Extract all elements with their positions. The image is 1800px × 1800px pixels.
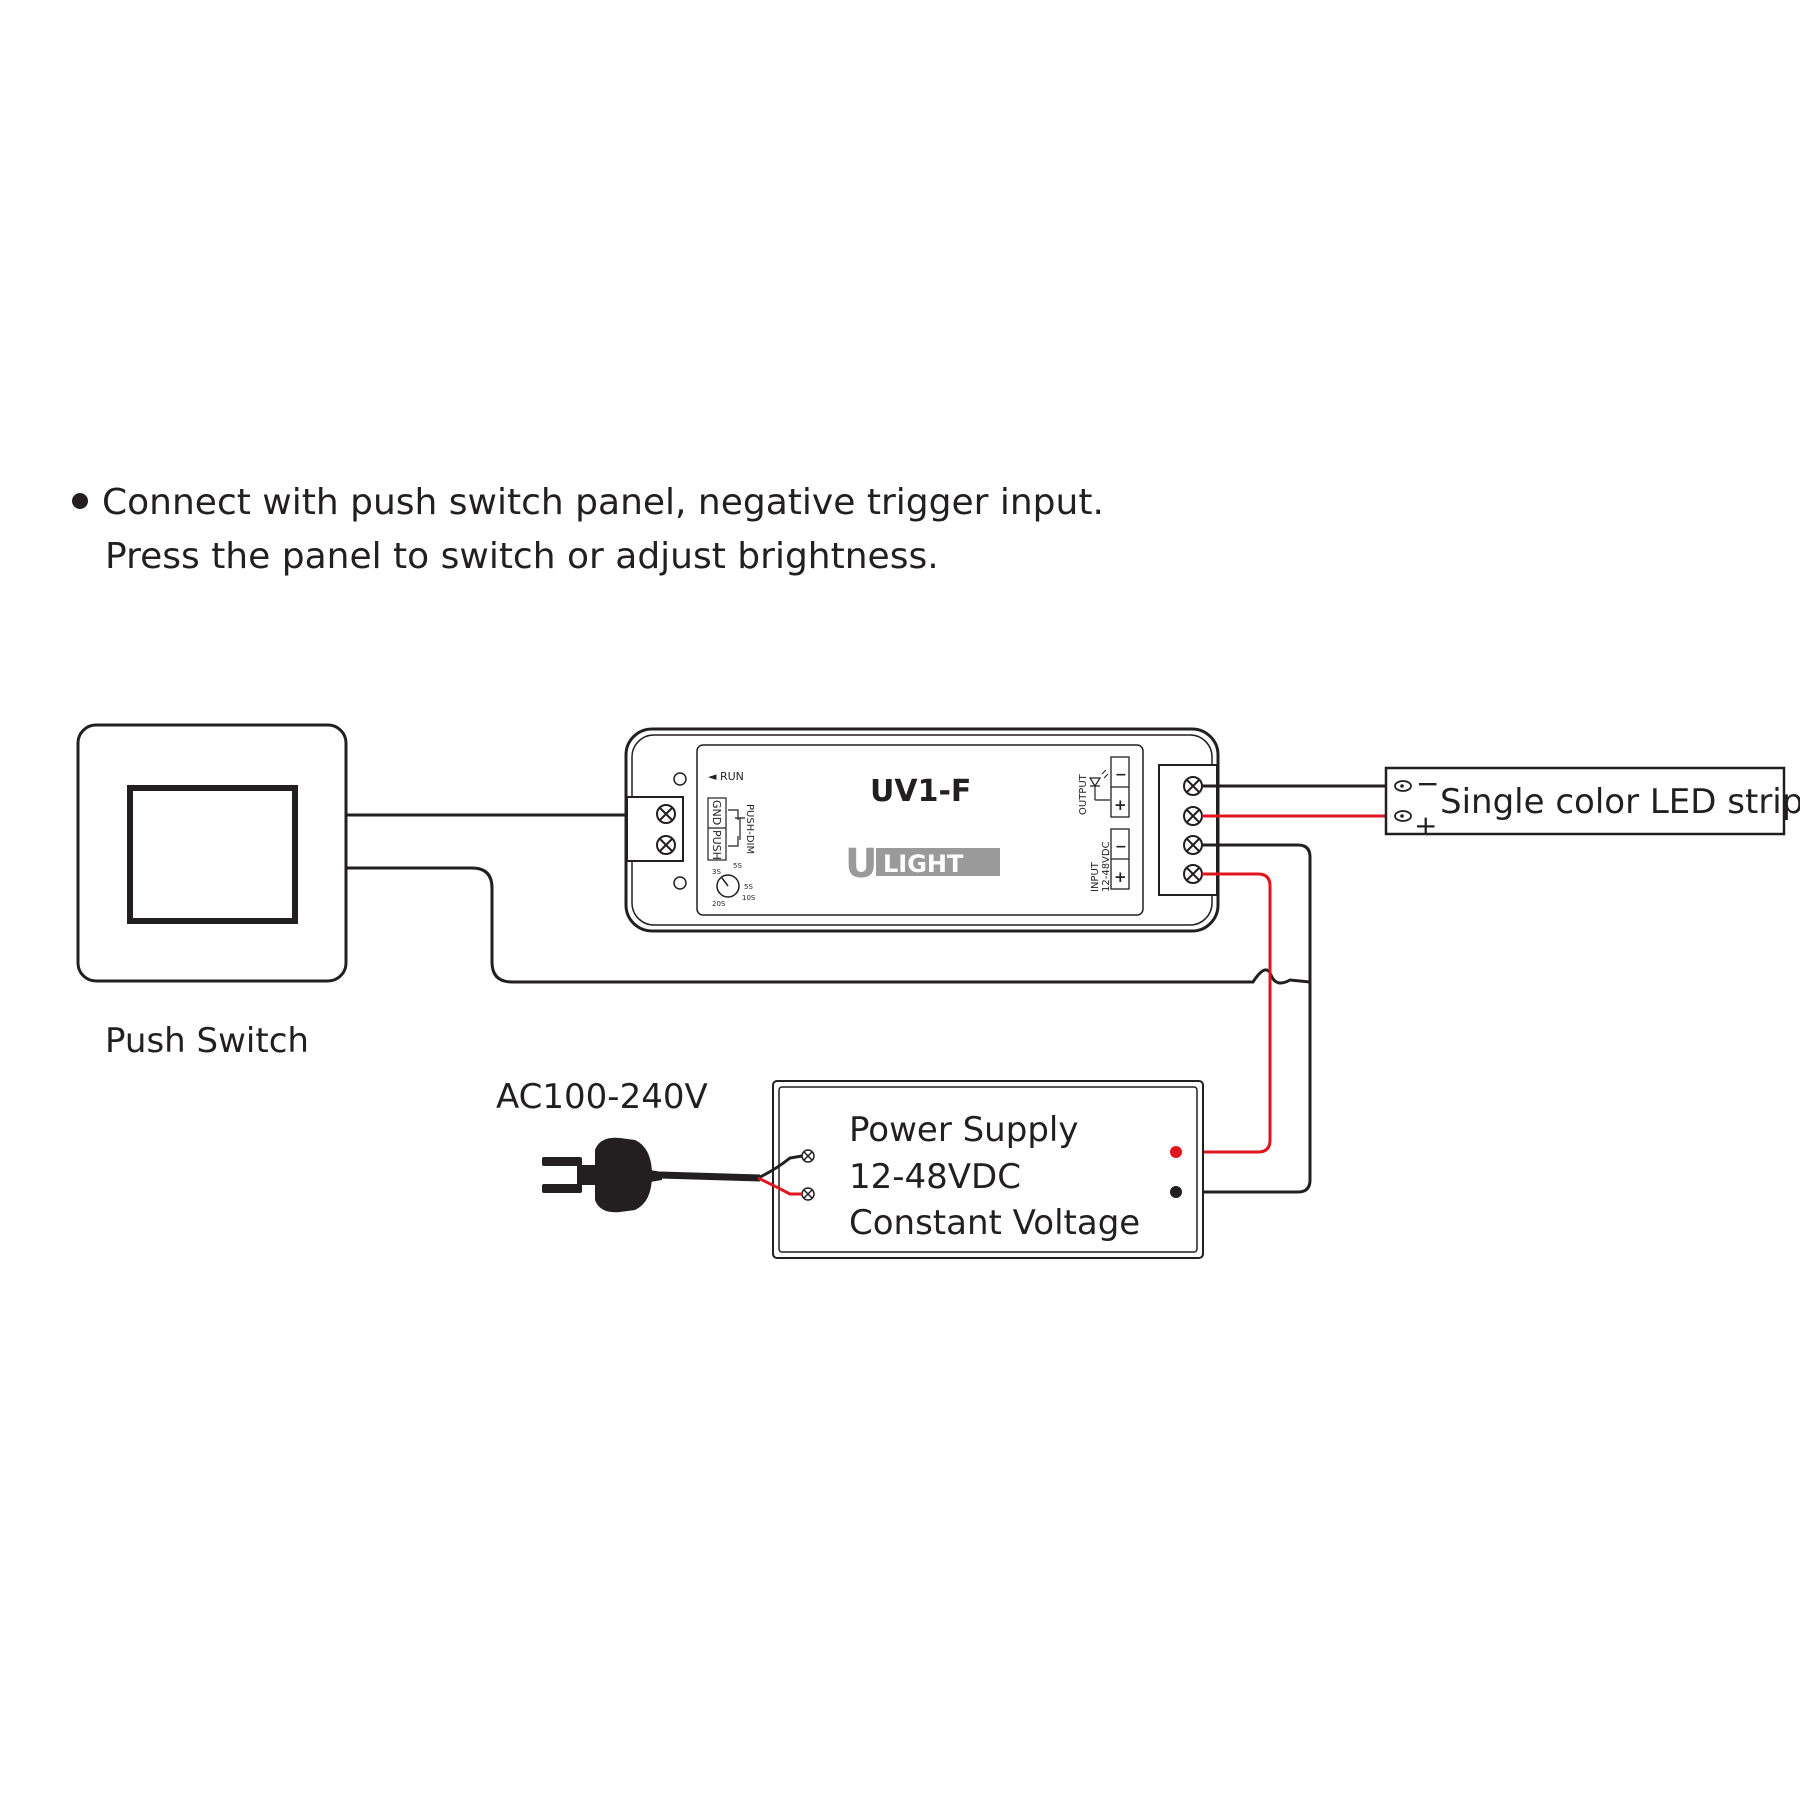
dc-positive-terminal: [1170, 1146, 1182, 1158]
led-strip: − + Single color LED strip: [1384, 766, 1800, 842]
power-supply-title: Power Supply: [849, 1110, 1078, 1150]
led-output-wires: [1202, 784, 1395, 818]
terminal-screw-icon: [1183, 776, 1203, 796]
push-terminal-label-box: [707, 797, 727, 861]
led-strip-box: [1384, 766, 1786, 836]
input-label: INPUT: [1090, 861, 1101, 892]
input-minus: −: [1115, 839, 1127, 855]
logo-u: U: [845, 841, 877, 887]
terminal-screw-icon: [1183, 864, 1203, 884]
power-supply-inner: [778, 1086, 1198, 1253]
dc-negative-wire: [1176, 843, 1312, 1194]
timer-label: 3S: [712, 868, 721, 876]
led-symbol-icon: [1088, 769, 1110, 801]
timer-label: 10S: [742, 894, 756, 902]
output-minus: −: [1115, 767, 1127, 783]
push-switch-label: Push Switch: [105, 1021, 309, 1061]
mounting-hole: [673, 876, 687, 890]
push-dim-label: PUSH-DIM: [744, 804, 755, 854]
controller-label-panel: [696, 744, 1144, 916]
logo-light: LIGHT: [883, 850, 964, 878]
power-supply-type: Constant Voltage: [849, 1203, 1140, 1243]
ac-cord: [659, 1171, 761, 1182]
ulight-logo: U LIGHT: [845, 841, 1000, 887]
push-label: PUSH: [710, 830, 723, 860]
led-strip-connector-icon: [1394, 780, 1412, 822]
terminal-screw-icon: [1183, 806, 1203, 826]
bullet-icon: [72, 493, 88, 509]
ac-input-label: AC100-240V: [496, 1077, 708, 1117]
dc-positive-wire: [1176, 872, 1272, 1154]
run-label: ◄ RUN: [708, 770, 744, 783]
terminal-screw-icon: [1183, 835, 1203, 855]
timer-dial-icon: [716, 874, 740, 898]
output-plus: +: [1114, 796, 1127, 814]
logo-bar: [876, 848, 1000, 876]
led-strip-label: Single color LED strip: [1440, 782, 1800, 822]
timer-label: 5S: [733, 862, 742, 870]
ac-plug: AC100-240V: [496, 1077, 803, 1213]
ac-terminal-icon: [801, 1187, 815, 1201]
model-name: UV1-F: [870, 774, 971, 809]
led-strip-minus: −: [1416, 767, 1439, 800]
push-switch-button: [127, 785, 298, 924]
plug-icon: [542, 1137, 662, 1213]
output-label: OUTPUT: [1078, 773, 1089, 815]
mounting-hole: [673, 772, 687, 786]
ac-terminal-icon: [801, 1149, 815, 1163]
timer-label: 20S: [712, 900, 726, 908]
ac-live-wire: [757, 1154, 803, 1180]
input-plus: +: [1114, 868, 1127, 886]
terminal-screw-icon: [656, 804, 676, 824]
caption-line-2: Press the panel to switch or adjust brig…: [105, 536, 939, 577]
power-input-wires: [1176, 843, 1312, 1194]
caption: Connect with push switch panel, negative…: [72, 476, 1104, 584]
controller: ◄ RUN GND PUSH PUSH-DIM 3S 5S 10S 20S 5S…: [624, 727, 1220, 933]
power-supply: Power Supply 12-48VDC Constant Voltage: [772, 1080, 1204, 1259]
led-strip-plus: +: [1414, 809, 1437, 842]
dc-negative-terminal: [1170, 1186, 1182, 1198]
timer-label: 5S: [744, 883, 753, 891]
power-supply-voltage: 12-48VDC: [849, 1157, 1021, 1197]
gnd-label: GND: [710, 800, 723, 825]
switch-wire-gnd: [347, 866, 1311, 985]
push-switch: Push Switch: [76, 723, 348, 1061]
ac-neutral-wire: [757, 1176, 802, 1196]
terminal-screw-icon: [656, 835, 676, 855]
caption-line-1: Connect with push switch panel, negative…: [102, 482, 1104, 523]
switch-terminal-block: [626, 796, 684, 862]
input-voltage-label: 12-48VDC: [1101, 841, 1112, 892]
push-switch-wires: [347, 813, 1311, 985]
push-button-symbol-icon: [728, 809, 745, 847]
